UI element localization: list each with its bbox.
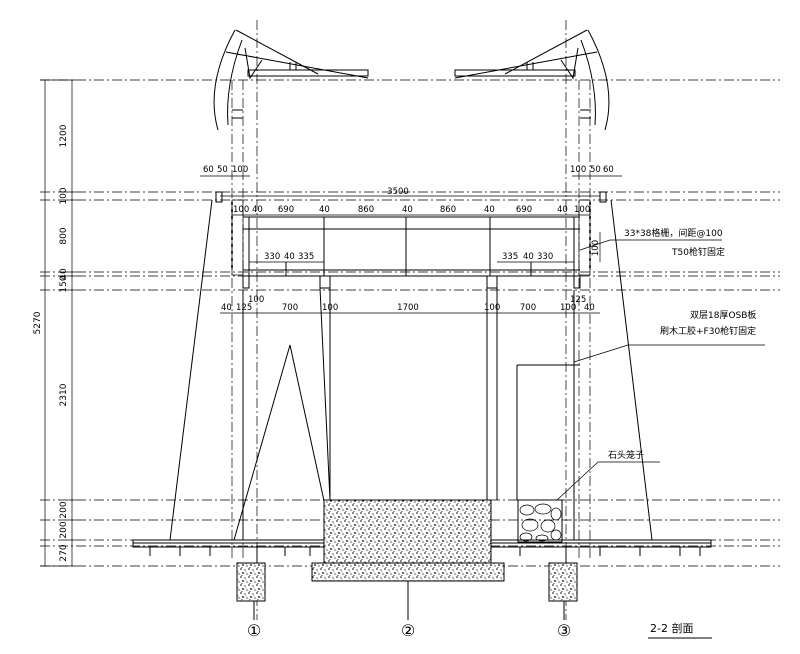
- dim-800: 800: [59, 227, 69, 244]
- dim-u-860-l: 860: [358, 205, 374, 215]
- dim-top-60-left: 60: [203, 165, 214, 175]
- dim-l-100-3: 100: [484, 303, 500, 313]
- dim-l-40-r: 40: [584, 303, 595, 313]
- roof-fin-left: [213, 29, 369, 131]
- dim-u-40-1: 40: [252, 205, 263, 215]
- dim-u-40-2: 40: [319, 205, 330, 215]
- brace-lines: [169, 199, 653, 541]
- right-small-dim: 100: [591, 232, 601, 262]
- left-dimension-lines: [40, 79, 76, 567]
- dim-150: 150: [59, 275, 69, 292]
- grille-label: 33*38格栅，间距@100: [624, 227, 723, 239]
- dim-l-100-4: 100: [560, 303, 576, 313]
- dim-100: 100: [59, 187, 69, 204]
- left-dimension-labels: 1200 100 800 40 150 5270 2310 200 200 27…: [33, 124, 69, 561]
- dim-l-700-r: 700: [520, 303, 536, 313]
- dim-top-60-right: 60: [603, 165, 614, 175]
- axis-markers: ① ② ③: [247, 581, 571, 640]
- dim-u-100-r: 100: [574, 205, 590, 215]
- middle-dims: 330 40 335 335 40 330: [249, 252, 574, 263]
- columns: [215, 191, 607, 501]
- upper-row-dims: 100 40 690 40 860 40 860 40 690 40 100: [232, 205, 590, 216]
- dim-270: 270: [59, 544, 69, 561]
- dim-5270: 5270: [33, 311, 43, 334]
- dim-u-860-r: 860: [440, 205, 456, 215]
- dim-u-690-l: 690: [278, 205, 294, 215]
- dim-m-40-r: 40: [523, 252, 534, 262]
- footings: [236, 547, 578, 602]
- dim-200b: 200: [59, 521, 69, 538]
- dim-m-335-r: 335: [502, 252, 518, 262]
- osb-label: 双层18厚OSB板: [690, 309, 756, 321]
- dim-top-100-left: 100: [232, 165, 248, 175]
- deck: [132, 539, 712, 556]
- dim-top-50-right: 50: [590, 165, 601, 175]
- dim-m-330-r: 330: [537, 252, 553, 262]
- axis-marker-2: ②: [401, 621, 415, 640]
- axis-marker-3: ③: [557, 621, 571, 640]
- level-lines: [40, 79, 780, 567]
- annotation-labels: 33*38格栅，间距@100 T50枪钉固定 双层18厚OSB板 刷木工胶+F3…: [608, 227, 756, 461]
- dim-u-100-l: 100: [233, 205, 249, 215]
- grille-frame: [243, 216, 580, 277]
- stone-label: 石头笼子: [608, 449, 644, 461]
- top-small-dims: 60 50 100 100 50 60 3500: [200, 165, 622, 197]
- dim-v-100: 100: [591, 240, 601, 256]
- dim-l-700-l: 700: [282, 303, 298, 313]
- axis-marker-1: ①: [247, 621, 261, 640]
- dim-200a: 200: [59, 501, 69, 518]
- dim-l-1700: 1700: [397, 303, 419, 313]
- dim-u-40-3: 40: [402, 205, 413, 215]
- dim-l-100-1: 100: [248, 295, 264, 305]
- grille-fix-label: T50枪钉固定: [671, 246, 725, 258]
- dim-u-40-5: 40: [557, 205, 568, 215]
- dim-40: 40: [59, 268, 69, 280]
- dim-u-40-4: 40: [484, 205, 495, 215]
- dim-overall-3500: 3500: [387, 187, 409, 197]
- dim-l-100-2: 100: [322, 303, 338, 313]
- dim-m-330-l: 330: [264, 252, 280, 262]
- dim-m-40-l: 40: [284, 252, 295, 262]
- dim-2310: 2310: [59, 383, 69, 406]
- roof-fin-right: [454, 29, 610, 131]
- dim-l-40-l: 40: [221, 303, 232, 313]
- dim-m-335-l: 335: [298, 252, 314, 262]
- stone-cage: [517, 499, 563, 543]
- drawing-title: 2-2 剖面: [648, 621, 712, 639]
- dim-l-125-l: 125: [236, 303, 252, 313]
- dim-top-100-right: 100: [570, 165, 586, 175]
- section-title: 2-2 剖面: [650, 621, 693, 635]
- dim-l-125-r: 125: [570, 295, 586, 305]
- central-base: [311, 499, 505, 582]
- osb-fix-label: 刷木工胶+F30枪钉固定: [660, 325, 756, 337]
- dim-top-50-left: 50: [217, 165, 228, 175]
- dim-u-690-r: 690: [516, 205, 532, 215]
- lower-row-dims: 40 125 100 700 100 1700 100 700 100 125 …: [220, 295, 600, 314]
- dim-1200: 1200: [59, 124, 69, 147]
- leader-lines: [556, 239, 765, 501]
